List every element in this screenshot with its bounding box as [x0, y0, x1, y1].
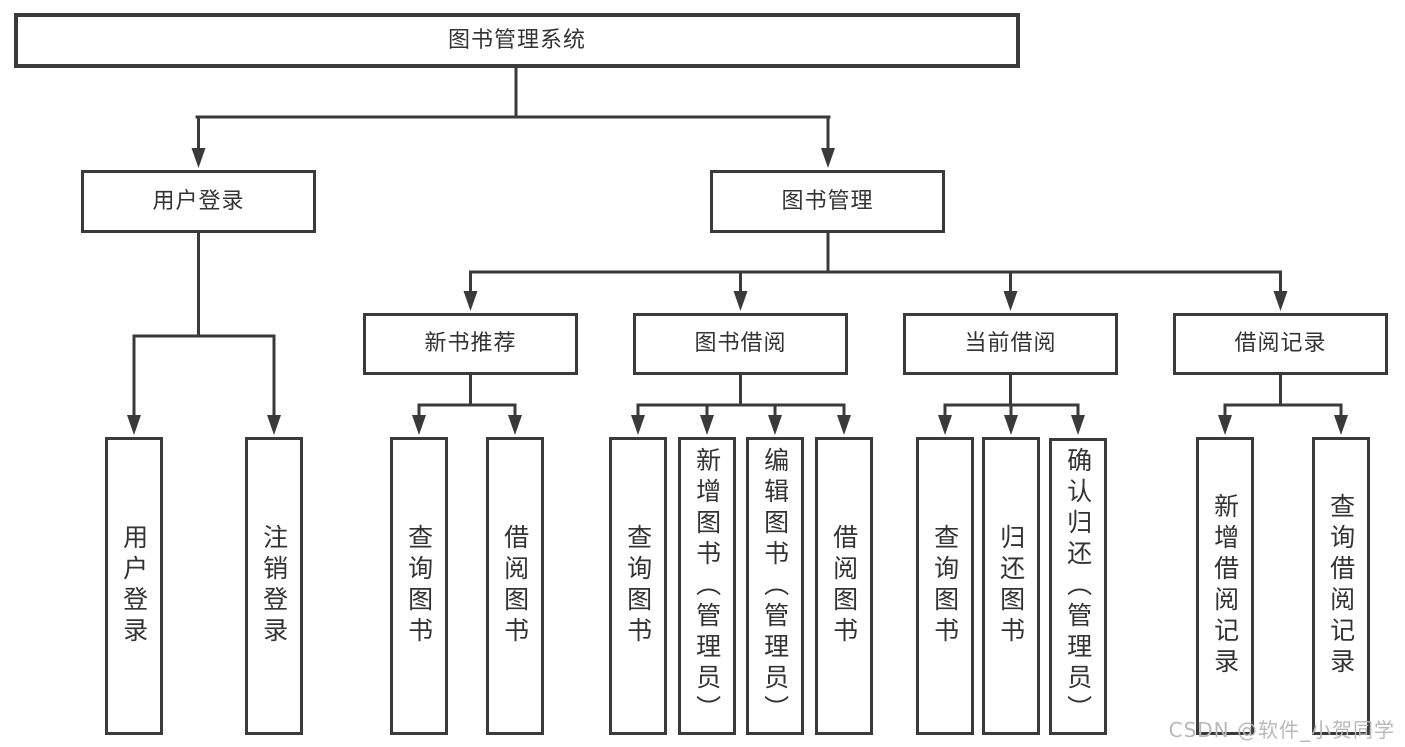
- node-book-borrow: 图书借阅: [633, 313, 848, 375]
- leaf-logout: 注销登录: [245, 437, 303, 735]
- leaf-br-query-record: 查询借阅记录: [1312, 437, 1370, 735]
- leaf-cb-query-books: 查询图书: [916, 437, 974, 735]
- leaf-bb-borrow-books: 借阅图书: [815, 437, 873, 735]
- leaf-bb-edit-book-admin: 编辑图书（管理员）: [746, 437, 804, 735]
- watermark-text: CSDN @软件_小贺同学: [1168, 718, 1395, 742]
- leaf-br-add-record: 新增借阅记录: [1196, 437, 1254, 735]
- leaf-nbr-query-books: 查询图书: [390, 437, 448, 735]
- node-new-book-recommend: 新书推荐: [363, 313, 578, 375]
- leaf-bb-query-books: 查询图书: [609, 437, 667, 735]
- leaf-cb-confirm-return-admin: 确认归还（管理员）: [1049, 438, 1107, 735]
- node-user-login: 用户登录: [81, 170, 316, 233]
- leaf-nbr-borrow-books: 借阅图书: [486, 437, 544, 735]
- node-book-management: 图书管理: [710, 170, 945, 233]
- node-current-borrow: 当前借阅: [903, 313, 1118, 375]
- leaf-bb-add-book-admin: 新增图书（管理员）: [678, 437, 736, 735]
- node-borrow-records: 借阅记录: [1173, 313, 1388, 375]
- leaf-user-login: 用户登录: [105, 437, 163, 735]
- node-root: 图书管理系统: [14, 13, 1020, 68]
- leaf-cb-return-books: 归还图书: [982, 437, 1040, 735]
